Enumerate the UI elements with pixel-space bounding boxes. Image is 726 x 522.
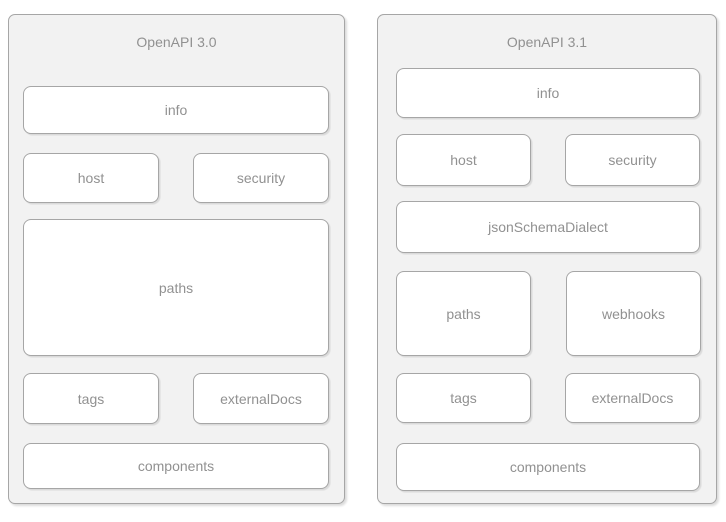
node-openapi31-tags: tags xyxy=(396,373,531,423)
node-openapi30-components: components xyxy=(23,443,329,489)
node-openapi31-security: security xyxy=(565,134,700,186)
node-openapi31-paths: paths xyxy=(396,271,531,356)
panel-openapi-31: OpenAPI 3.1 info host security jsonSchem… xyxy=(377,14,717,504)
node-openapi31-info: info xyxy=(396,68,700,118)
node-openapi31-externaldocs: externalDocs xyxy=(565,373,700,423)
node-openapi30-paths: paths xyxy=(23,219,329,356)
node-openapi30-info: info xyxy=(23,86,329,134)
node-openapi30-host: host xyxy=(23,153,159,203)
panel-openapi-31-title: OpenAPI 3.1 xyxy=(506,34,588,50)
node-openapi31-jsonschemadialect: jsonSchemaDialect xyxy=(396,201,700,253)
node-openapi30-externaldocs: externalDocs xyxy=(193,373,329,424)
panel-openapi-30-title: OpenAPI 3.0 xyxy=(136,34,217,50)
node-openapi30-security: security xyxy=(193,153,329,203)
node-openapi31-webhooks: webhooks xyxy=(566,271,701,356)
node-openapi31-host: host xyxy=(396,134,531,186)
node-openapi30-tags: tags xyxy=(23,373,159,424)
panel-openapi-30: OpenAPI 3.0 info host security paths tag… xyxy=(8,14,345,504)
node-openapi31-components: components xyxy=(396,443,700,491)
